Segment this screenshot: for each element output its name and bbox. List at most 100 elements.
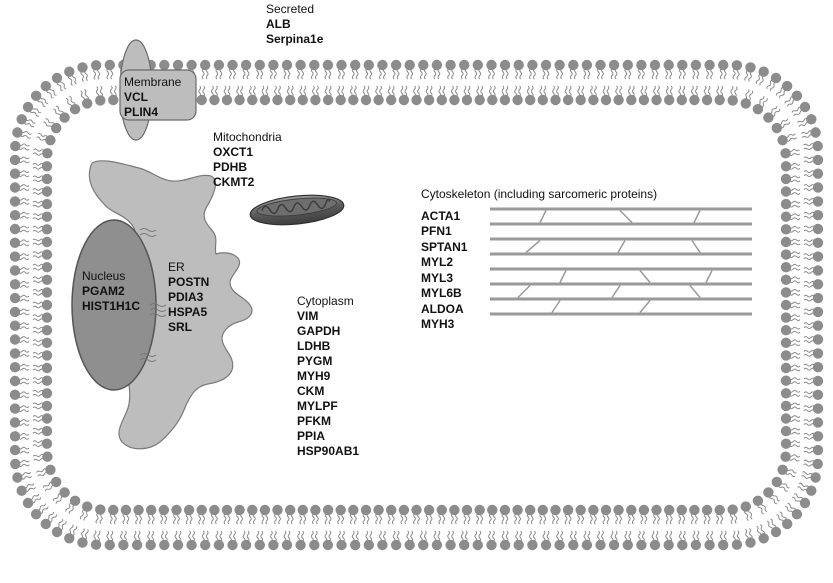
lipid-head	[690, 59, 702, 71]
lipid-head	[626, 94, 637, 106]
lipid-head	[806, 485, 817, 496]
lipid-head	[373, 504, 384, 516]
lipid-head	[812, 265, 824, 276]
lipid-head	[336, 539, 347, 551]
lipid-head	[499, 59, 511, 71]
lipid-head	[411, 94, 422, 106]
lipid-head	[499, 94, 511, 106]
lipid-head	[780, 337, 792, 348]
lipid-head	[731, 539, 743, 550]
lipid-head	[247, 504, 258, 516]
lipid-head	[780, 388, 792, 399]
filament-crossbridge	[693, 210, 701, 223]
lipid-head	[108, 94, 119, 106]
lipid-head	[90, 60, 102, 71]
lipid-head	[42, 451, 53, 462]
lipid-head	[221, 504, 233, 516]
lipid-head	[436, 504, 447, 516]
lipid-head	[22, 497, 34, 509]
lipid-head	[651, 94, 662, 106]
lipid-head	[9, 196, 21, 207]
lipid-head	[41, 337, 53, 348]
lipid-head	[9, 292, 21, 304]
lipid-head	[40, 80, 51, 92]
lipid-head	[259, 94, 271, 106]
cytoplasm-title: Cytoplasm	[297, 294, 354, 308]
lipid-head	[812, 375, 824, 387]
lipid-head	[41, 325, 53, 336]
lipid-head	[254, 59, 265, 71]
lipid-head	[104, 59, 116, 71]
lipid-head	[118, 539, 129, 551]
lipid-head	[740, 98, 751, 109]
lipid-head	[812, 168, 824, 179]
lipid-head	[41, 350, 53, 361]
lipid-head	[221, 94, 233, 106]
lipid-head	[651, 504, 662, 516]
lipid-head	[701, 94, 713, 106]
lipid-head	[595, 539, 606, 551]
er-gene-postn: POSTN	[168, 275, 210, 289]
lipid-head	[812, 223, 824, 235]
cytoskeleton-gene-myl6b: MYL6B	[421, 286, 462, 300]
lipid-head	[780, 274, 792, 285]
lipid-head	[812, 210, 824, 221]
lipid-head	[240, 539, 252, 551]
lipid-head	[10, 140, 21, 152]
cytoskeleton-gene-aldoa: ALDOA	[421, 301, 464, 316]
lipid-head	[10, 458, 21, 470]
lipid-head	[77, 62, 88, 73]
lipid-head	[41, 362, 53, 374]
lipid-head	[472, 59, 483, 71]
lipid-head	[82, 501, 93, 512]
lipid-head	[704, 539, 715, 551]
lipid-head	[350, 539, 361, 551]
lipid-head	[608, 59, 620, 71]
cytoplasm-gene-pygm: PYGM	[297, 354, 333, 368]
lipid-head	[41, 198, 53, 210]
lipid-head	[41, 236, 53, 248]
er-gene-pdia3: PDIA3	[168, 290, 204, 304]
lipid-head	[600, 504, 612, 516]
filament-crossbridge	[611, 285, 621, 298]
lipid-head	[812, 320, 824, 331]
lipid-head	[740, 501, 751, 512]
lipid-head	[575, 504, 586, 516]
lipid-head	[527, 539, 538, 551]
lipid-head	[812, 417, 824, 428]
lipid-head	[568, 539, 579, 551]
lipid-head	[272, 504, 283, 516]
cytoplasm-gene-myh9: MYH9	[297, 369, 331, 383]
lipid-head	[664, 94, 675, 106]
nucleus-gene-hist1h1c: HIST1H1C	[82, 299, 141, 313]
membrane-title: Membrane	[124, 75, 182, 89]
cytoskeleton-gene-myl2: MYL2	[421, 255, 454, 269]
lipid-head	[227, 59, 238, 71]
lipid-head	[810, 127, 821, 138]
lipid-head	[22, 101, 34, 113]
lipid-head	[663, 59, 674, 71]
lipid-head	[486, 59, 497, 71]
lipid-head	[782, 518, 793, 530]
nuclear-er-connections	[139, 228, 167, 362]
lipid-head	[9, 403, 21, 414]
lipid-head	[677, 539, 688, 551]
lipid-head	[752, 495, 764, 506]
lipid-head	[133, 504, 144, 516]
lipid-head	[234, 504, 245, 516]
lipid-head	[595, 59, 606, 71]
lipid-head	[82, 98, 93, 109]
lipid-head	[423, 504, 435, 516]
lipid-head	[581, 59, 593, 71]
lipid-head	[487, 94, 498, 106]
er-title: ER	[168, 260, 185, 274]
lipid-head	[472, 539, 483, 551]
er-label: ER POSTN PDIA3 HSPA5 SRL	[168, 260, 209, 335]
lipid-head	[9, 251, 21, 262]
lipid-head	[782, 80, 793, 92]
lipid-head	[771, 476, 782, 488]
lipid-head	[42, 148, 53, 159]
lipid-head	[588, 94, 599, 106]
cytoplasm-gene-ppia: PPIA	[297, 429, 326, 443]
lipid-head	[268, 59, 279, 71]
